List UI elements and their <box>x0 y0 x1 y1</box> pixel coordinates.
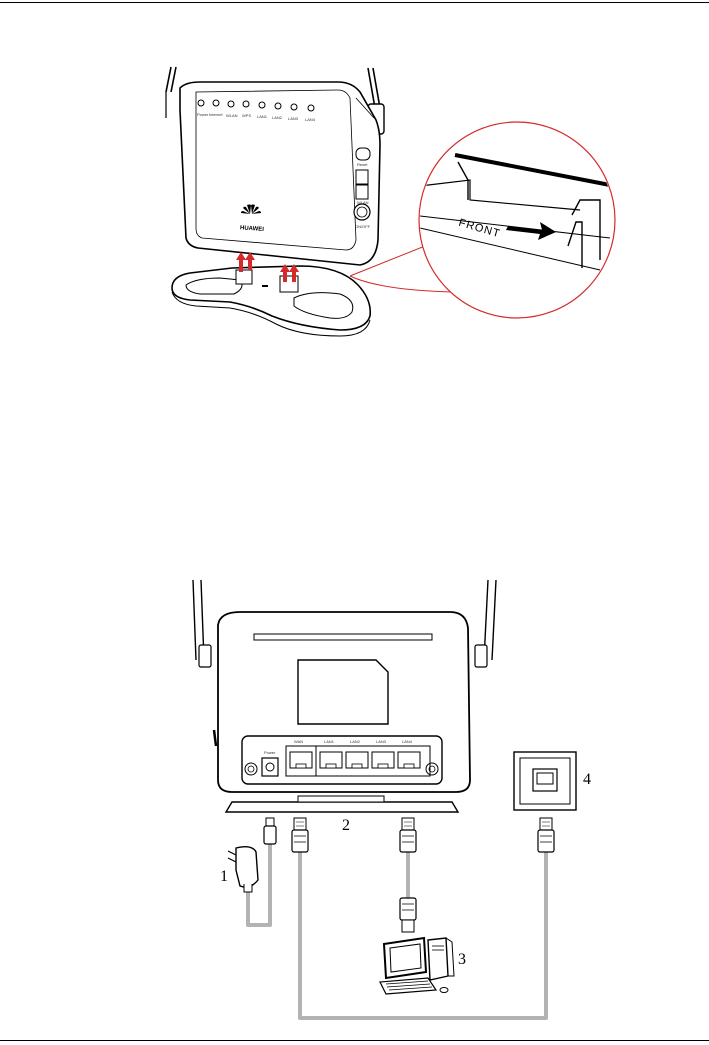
rj45-wall-connector-icon <box>538 818 554 852</box>
power-port <box>262 758 278 776</box>
zoom-callout: FRONT <box>350 122 615 318</box>
rj45-pc-connector-icon <box>400 898 416 932</box>
port-label-lan2: LAN2 <box>350 739 361 744</box>
port-label-lan1: LAN1 <box>324 739 335 744</box>
footer-rule <box>0 1040 709 1041</box>
port-label-power: Power <box>264 750 276 755</box>
port-panel: Power WAN LAN1 LAN2 LAN3 LAN4 <box>242 736 442 784</box>
figure-cable-connection: Power WAN LAN1 LAN2 LAN3 LAN4 <box>0 570 709 1030</box>
port-label-wan: WAN <box>294 739 303 744</box>
antenna-rear-right <box>475 580 496 667</box>
led-lan4 <box>308 105 314 111</box>
rj45-wan-connector-icon <box>292 818 308 852</box>
figure-stand-installation: Power Internet WLAN WPS LAN1 LAN2 LAN3 L… <box>0 0 709 360</box>
led-wlan <box>228 101 234 107</box>
rj45-lan-connector-icon <box>400 818 416 852</box>
antenna-rear-left <box>193 580 211 667</box>
led-label-lan3: LAN3 <box>288 116 299 121</box>
led-lan3 <box>291 104 297 110</box>
led-label-lan2: LAN2 <box>272 115 283 120</box>
screw-right-icon <box>426 763 438 775</box>
callout-2: 2 <box>342 817 350 834</box>
led-power <box>198 100 204 106</box>
wan-cable <box>300 850 546 1018</box>
led-label-lan1: LAN1 <box>257 114 268 119</box>
router-front-body <box>180 82 380 265</box>
port-label-lan3: LAN3 <box>376 739 387 744</box>
screw-left-icon <box>245 763 257 775</box>
led-label-wlan: WLAN <box>226 113 238 118</box>
led-label-wps: WPS <box>242 113 251 118</box>
led-internet <box>213 100 219 106</box>
callout-3: 3 <box>458 951 466 968</box>
power-adapter-icon <box>228 847 258 892</box>
port-label-lan4: LAN4 <box>402 739 413 744</box>
router-stand <box>172 266 370 336</box>
led-wps <box>243 101 249 107</box>
led-label-lan4: LAN4 <box>305 117 316 122</box>
computer-icon <box>380 938 454 994</box>
antenna-left <box>166 67 176 118</box>
power-plug-icon <box>264 818 276 844</box>
led-lan1 <box>259 102 265 108</box>
wall-socket-icon <box>514 752 576 810</box>
router-base <box>226 802 458 812</box>
led-label-internet: Internet <box>209 112 223 117</box>
callout-4: 4 <box>583 771 591 788</box>
side-label-reset: Reset <box>357 162 368 167</box>
led-label-power: Power <box>197 112 209 117</box>
led-lan2 <box>275 103 281 109</box>
callout-1: 1 <box>220 868 228 885</box>
side-label-onoff: ON/OFF <box>355 224 371 229</box>
